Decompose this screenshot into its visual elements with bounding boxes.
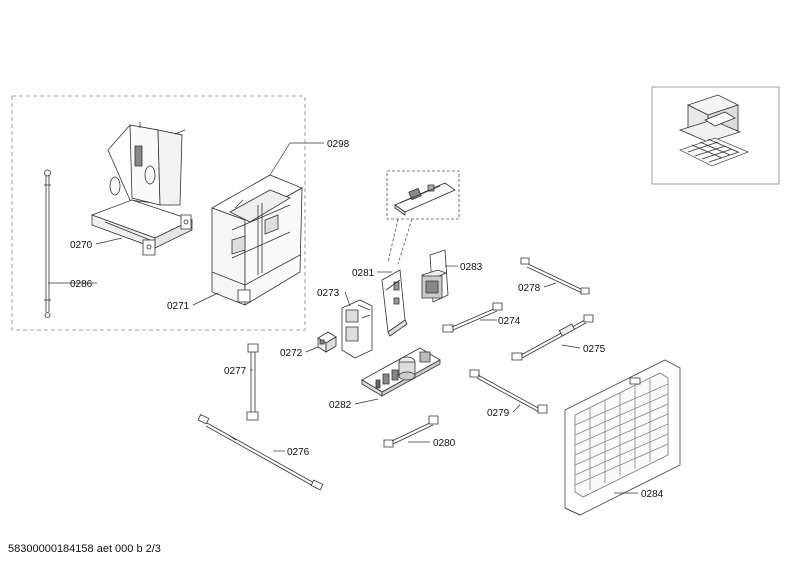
leader-lines (48, 142, 638, 494)
part-0272-connector (318, 332, 336, 352)
part-0281-pcb (382, 270, 407, 336)
part-0273-relay (342, 300, 372, 358)
label-0278: 0278 (518, 283, 541, 294)
part-0284-grid-panel (565, 360, 680, 515)
label-0283: 0283 (460, 262, 483, 273)
part-detail-board (395, 183, 455, 215)
label-0270: 0270 (70, 240, 93, 251)
assembly-group-box (11, 95, 306, 331)
part-0278-cable (521, 258, 589, 294)
part-0275-cable (512, 315, 593, 360)
part-0276-cable (198, 415, 323, 490)
label-0276: 0276 (287, 447, 310, 458)
label-0279: 0279 (487, 408, 510, 419)
label-0286: 0286 (70, 279, 93, 290)
part-0279-cable (470, 370, 547, 413)
part-0283-transformer (422, 250, 448, 302)
label-0275: 0275 (583, 344, 606, 355)
part-0282-main-pcb (362, 348, 440, 396)
label-0284: 0284 (641, 489, 664, 500)
part-0270-bracket (92, 122, 192, 255)
part-0280-cable (384, 416, 438, 447)
label-0277: 0277 (224, 366, 247, 377)
detail-box (386, 170, 460, 220)
document-footer: 58300000184158 aet 000 b 2/3 (8, 543, 161, 555)
label-0272: 0272 (280, 348, 303, 359)
label-0273: 0273 (317, 288, 340, 299)
label-0298: 0298 (327, 139, 350, 150)
label-0274: 0274 (498, 316, 521, 327)
part-0271-frame (212, 175, 302, 305)
label-0281: 0281 (352, 268, 375, 279)
part-0286-cable (44, 170, 51, 318)
overview-thumbnail (651, 86, 780, 185)
label-0282: 0282 (329, 400, 352, 411)
part-labels: 0298 0270 0286 0271 0281 0283 0278 0273 … (70, 139, 664, 500)
part-0274-cable (443, 303, 502, 332)
part-0277-cable (247, 344, 258, 420)
label-0280: 0280 (433, 438, 456, 449)
label-0271: 0271 (167, 301, 190, 312)
